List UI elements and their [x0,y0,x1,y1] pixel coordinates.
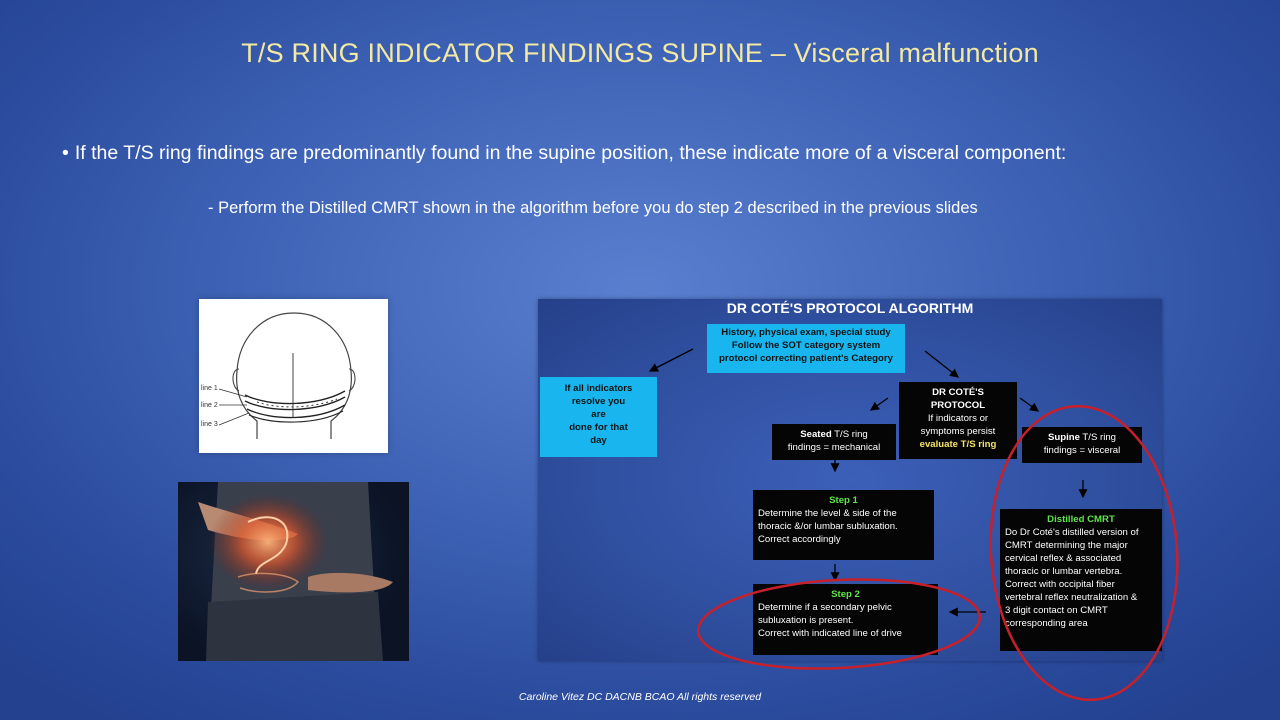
distilled-line-2: CMRT determining the major [1005,540,1128,551]
resolve-line-2: resolve you [571,396,626,407]
step-2-box: Step 2 Determine if a secondary pelvic s… [753,584,938,655]
distilled-line-4: thoracic or lumbar vertebra. [1005,566,1123,577]
arrow-to-resolve [648,348,694,372]
step-1-heading: Step 1 [829,495,858,506]
seated-rest: T/S ring [831,429,868,440]
seated-box: Seated T/S ring findings = mechanical [772,424,896,460]
arrow-to-protocol [924,350,960,378]
supine-rest: T/S ring [1079,432,1117,443]
line-2-label: line 2 [201,402,218,409]
bullet-marker: • [62,142,69,164]
supine-line-2: findings = visceral [1043,445,1121,456]
supine-box: Supine T/S ring findings = visceral [1022,427,1142,463]
history-line-2: Follow the SOT category system [731,340,881,351]
distilled-line-6: vertebral reflex neutralization & [1005,592,1138,603]
protocol-body-1: If indicators or [927,413,989,424]
protocol-heading-2: PROTOCOL [930,400,986,411]
step-1-line-1: Determine the level & side of the [758,508,897,519]
distilled-line-8: corresponding area [1005,618,1088,629]
protocol-body-2: symptoms persist [920,426,996,437]
resolve-box: If all indicators resolve you are done f… [540,377,657,457]
abdominal-pain-photo [178,482,409,661]
step-2-line-3: Correct with indicated line of drive [758,628,902,639]
algorithm-title: DR COTÉ'S PROTOCOL ALGORITHM [726,300,974,316]
bullet-text: If the T/S ring findings are predominant… [74,142,1067,164]
arrow-to-supine [1019,397,1040,412]
step-1-box: Step 1 Determine the level & side of the… [753,490,934,560]
supine-bold: Supine [1047,432,1080,443]
history-line-1: History, physical exam, special study [721,327,891,338]
step-2-heading: Step 2 [831,589,860,600]
seated-line-2: findings = mechanical [787,442,881,453]
resolve-line-1: If all indicators [564,383,633,394]
resolve-line-5: day [590,435,607,446]
distilled-heading: Distilled CMRT [1047,514,1115,525]
distilled-line-5: Correct with occipital fiber [1005,579,1115,590]
distilled-line-3: cervical reflex & associated [1005,553,1122,564]
seated-bold: Seated [800,429,832,440]
line-1-label: line 1 [201,385,218,392]
protocol-heading-1: DR COTÉ'S [932,387,984,398]
distilled-line-1: Do Dr Coté's distilled version of [1005,527,1139,538]
sub-point: - Perform the Distilled CMRT shown in th… [208,199,978,217]
step-2-line-2: subluxation is present. [758,615,854,626]
history-exam-box: History, physical exam, special study Fo… [707,324,905,373]
step-1-line-2: thoracic &/or lumbar subluxation. [758,521,898,532]
history-line-3: protocol correcting patient's Category [719,353,893,364]
bullet-point: •If the T/S ring findings are predominan… [62,142,1262,165]
resolve-line-4: done for that [569,422,628,433]
dr-cote-protocol-box: DR COTÉ'S PROTOCOL If indicators or symp… [899,382,1017,459]
line-3-label: line 3 [201,421,218,428]
distilled-cmrt-box: Distilled CMRT Do Dr Coté's distilled ve… [1000,509,1162,651]
step-1-line-3: Correct accordingly [758,534,841,545]
distilled-line-7: 3 digit contact on CMRT [1005,605,1108,616]
protocol-emphasis: evaluate T/S ring [919,439,997,450]
arrow-to-seated [869,397,889,411]
slide-title: T/S RING INDICATOR FINDINGS SUPINE – Vis… [241,38,1039,68]
head-ring-illustration: line 1 line 2 line 3 [199,299,388,453]
resolve-line-3: are [591,409,606,420]
protocol-algorithm-diagram: DR COTÉ'S PROTOCOL ALGORITHM History, ph… [538,299,1162,661]
copyright-footer: Caroline Vitez DC DACNB BCAO All rights … [518,691,762,703]
step-2-line-1: Determine if a secondary pelvic [758,602,892,613]
